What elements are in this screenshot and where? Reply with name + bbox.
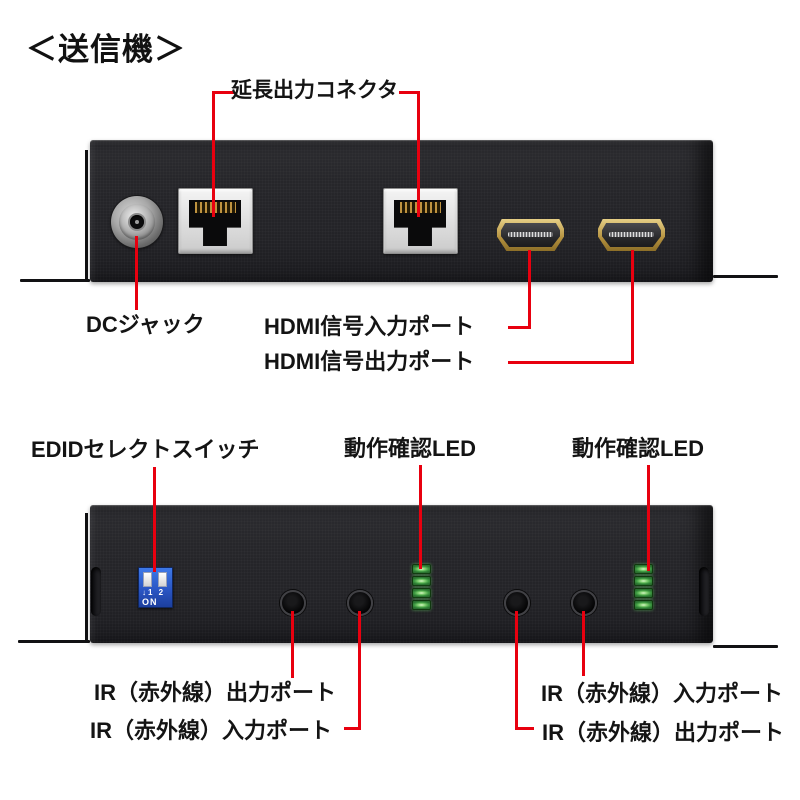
mounting-bracket-foot (713, 645, 778, 648)
mounting-bracket-foot (713, 275, 778, 278)
mounting-bracket-foot (20, 279, 90, 282)
callout-line (647, 465, 650, 571)
callout-line (212, 91, 215, 217)
callout-line (528, 250, 531, 329)
callout-line (344, 727, 361, 730)
callout-line (358, 611, 361, 730)
transmitter-rear-panel (90, 140, 713, 282)
hdmi-pins (508, 232, 553, 237)
callout-line (135, 236, 138, 310)
callout-line (582, 611, 585, 676)
dip-switch-handle-1 (143, 572, 152, 587)
callout-line (419, 465, 422, 569)
page-title: ＜送信機＞ (26, 32, 186, 67)
hdmi-input-port (497, 219, 564, 251)
mounting-bracket-foot (18, 640, 90, 643)
status-led-column-left (412, 564, 431, 612)
dip-switch-handle-2 (158, 572, 167, 587)
callout-line (631, 250, 634, 364)
callout-line (291, 611, 294, 678)
led-indicator (412, 588, 431, 598)
label-edid-select-switch: EDIDセレクトスイッチ (31, 437, 260, 462)
led-indicator (634, 600, 653, 610)
label-ir-input-port-right: IR（赤外線）入力ポート (541, 681, 784, 706)
callout-line (153, 467, 156, 572)
callout-line (508, 361, 634, 364)
side-slot-left (91, 567, 101, 616)
dc-jack-barrel (119, 204, 155, 240)
mounting-bracket (85, 150, 88, 281)
callout-line (515, 611, 518, 730)
callout-line (515, 727, 534, 730)
label-ir-input-port-left: IR（赤外線）入力ポート (90, 718, 333, 743)
rj45-pins (195, 202, 236, 213)
hdmi-pins (609, 232, 654, 237)
dc-jack-hole (130, 215, 144, 229)
label-hdmi-input-port: HDMI信号入力ポート (264, 314, 475, 339)
led-indicator (412, 600, 431, 610)
rj45-extension-port-1 (178, 188, 253, 254)
hdmi-output-port (598, 219, 665, 251)
label-extension-output-connector: 延長出力コネクタ (231, 79, 399, 102)
led-indicator (634, 564, 653, 574)
dip-switch-numbers: ↓1 2 (142, 588, 166, 597)
callout-line (417, 91, 420, 217)
dip-switch-on-label: ON (142, 597, 158, 607)
rj45-extension-port-2 (383, 188, 458, 254)
side-slot-right (699, 567, 709, 616)
edid-dip-switch: ↓1 2 ON (138, 567, 173, 608)
label-hdmi-output-port: HDMI信号出力ポート (264, 349, 475, 374)
dc-jack-pin (135, 220, 139, 224)
label-dc-jack: DCジャック (86, 312, 205, 337)
label-ir-output-port-right: IR（赤外線）出力ポート (542, 720, 785, 745)
led-indicator (634, 576, 653, 586)
callout-line (399, 91, 420, 94)
rj45-pins (400, 202, 441, 213)
transmitter-front-panel: ↓1 2 ON (90, 505, 713, 643)
label-status-led-left: 動作確認LED (344, 436, 477, 461)
status-led-column-right (634, 564, 653, 612)
led-indicator (634, 588, 653, 598)
label-status-led-right: 動作確認LED (572, 436, 705, 461)
mounting-bracket (85, 513, 88, 642)
led-indicator (412, 576, 431, 586)
callout-line (212, 91, 234, 94)
callout-line (508, 326, 531, 329)
label-ir-output-port-left: IR（赤外線）出力ポート (94, 680, 337, 705)
